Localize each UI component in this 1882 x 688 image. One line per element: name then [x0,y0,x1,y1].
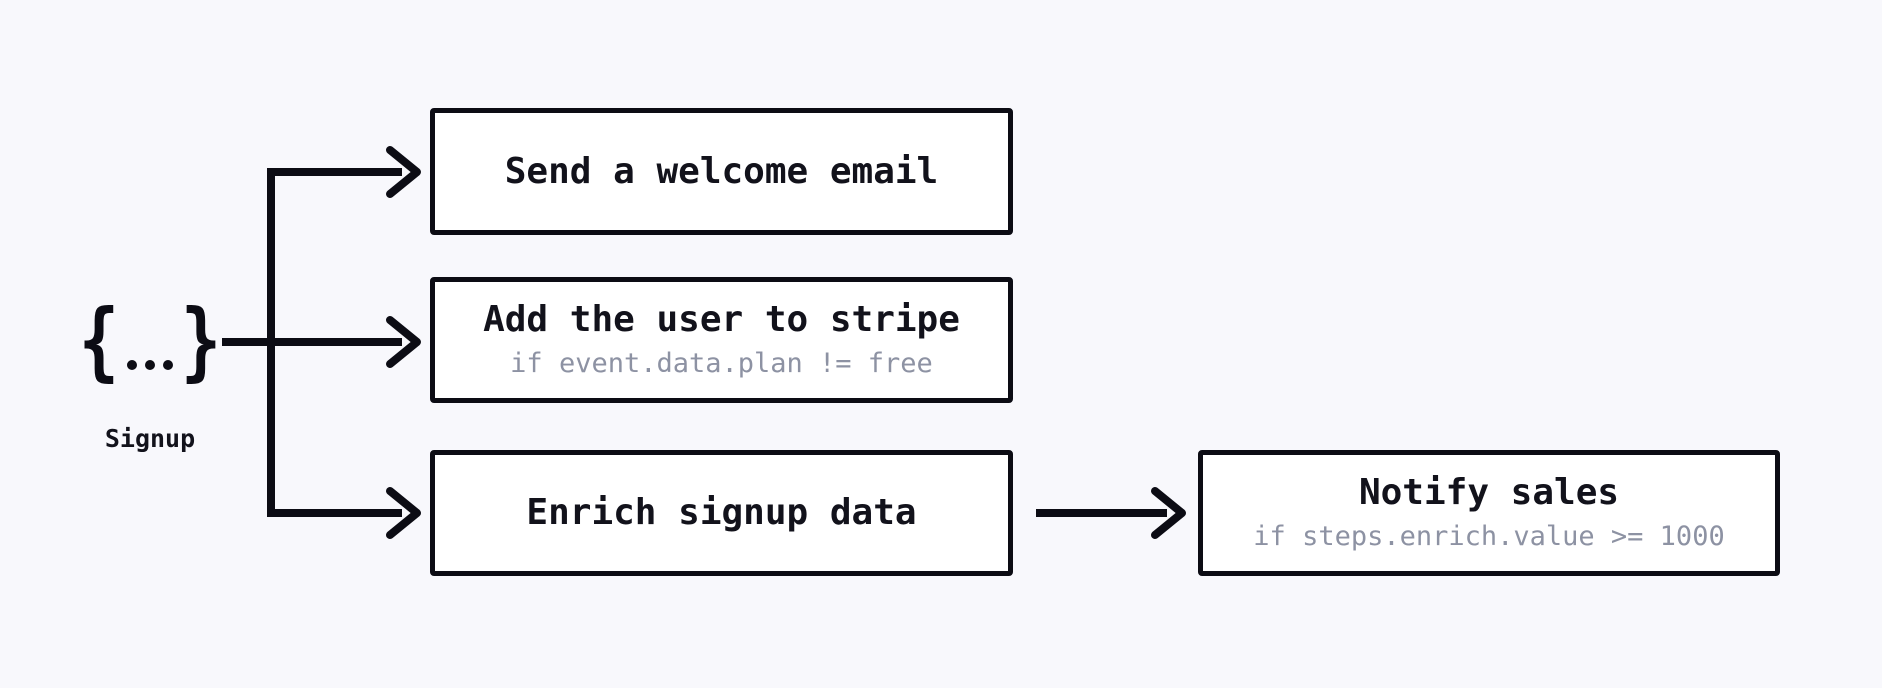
step-title: Send a welcome email [504,150,939,192]
event-brace-right: } [180,291,222,391]
event-glyph: { } [79,288,221,394]
step-condition: if steps.enrich.value >= 1000 [1253,520,1725,552]
arrowhead-to-notify-sales [1151,487,1186,539]
step-title: Add the user to stripe [483,299,960,341]
event-brace-left: { [78,291,120,391]
event-label: Signup [104,424,196,453]
step-title: Notify sales [1358,472,1620,514]
step-node-add-user-to-stripe: Add the user to stripe if event.data.pla… [430,277,1013,403]
step-node-send-welcome-email: Send a welcome email [430,108,1013,235]
step-node-notify-sales: Notify sales if steps.enrich.value >= 10… [1198,450,1780,576]
arrowhead-to-enrich-signup-data [386,487,421,539]
event-dot [145,360,155,370]
arrowhead-to-add-user-to-stripe [386,316,421,368]
event-dots [127,360,173,370]
step-node-enrich-signup-data: Enrich signup data [430,450,1013,576]
event-dot [127,360,137,370]
step-title: Enrich signup data [526,492,917,534]
arrowhead-to-send-welcome-email [386,146,421,198]
event-dot [163,360,173,370]
step-condition: if event.data.plan != free [510,347,933,379]
